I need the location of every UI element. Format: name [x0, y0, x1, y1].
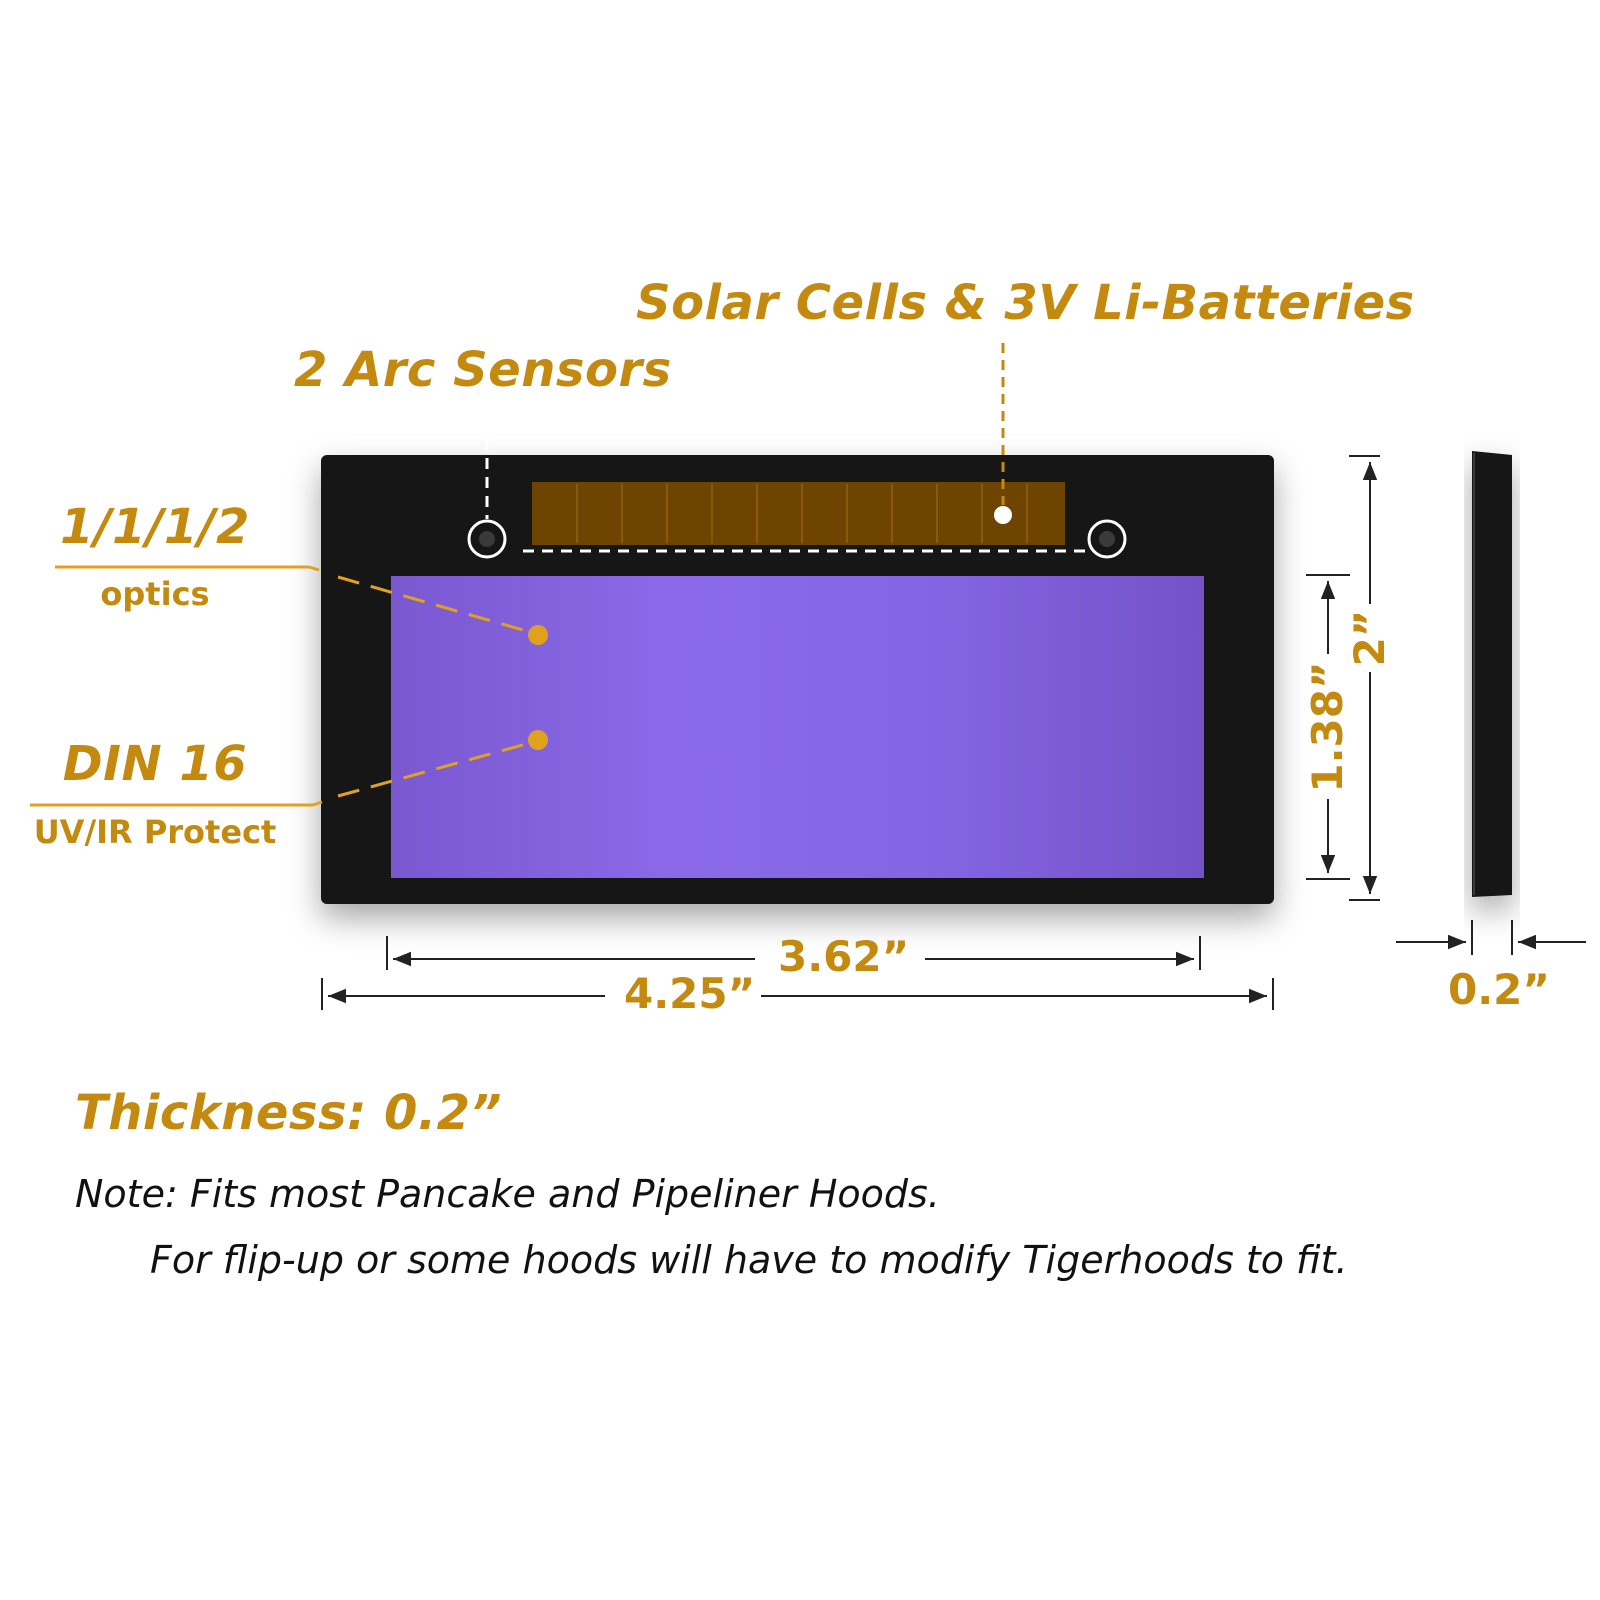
filter-side-profile [1472, 451, 1512, 897]
optics-leader [55, 565, 548, 645]
din-leader [30, 730, 548, 807]
optics-word-label: optics [100, 575, 210, 613]
dimension-overall-height [1349, 455, 1380, 901]
solar-label: Solar Cells & 3V Li-Batteries [636, 275, 1415, 331]
solar-leader-dot [994, 506, 1012, 524]
uv-ir-label: UV/IR Protect [33, 813, 277, 851]
arc-sensors-label: 2 Arc Sensors [294, 342, 672, 398]
note-line-1: Note: Fits most Pancake and Pipeliner Ho… [75, 1172, 940, 1216]
viewing-height-label: 1.38” [1303, 661, 1352, 793]
dimension-viewing-height [1306, 574, 1350, 880]
viewing-lens [391, 576, 1204, 878]
overall-width-label: 4.25” [624, 969, 756, 1018]
dimension-thickness [1396, 920, 1586, 955]
thickness-heading: Thickness: 0.2” [75, 1085, 502, 1141]
solar-cell-strip [532, 482, 1065, 545]
thickness-dimension-label: 0.2” [1448, 965, 1551, 1014]
viewing-width-label: 3.62” [778, 932, 910, 981]
arc-sensor-left [467, 519, 507, 559]
note-line-2: For flip-up or some hoods will have to m… [150, 1238, 1348, 1282]
arc-sensor-right [1087, 519, 1127, 559]
dimension-viewing-width [386, 936, 1201, 970]
overall-height-label: 2” [1345, 609, 1394, 667]
sensor-leader [485, 420, 1087, 553]
optics-class-label: 1/1/1/2 [60, 499, 250, 555]
din-label: DIN 16 [62, 736, 248, 792]
dimension-overall-width [321, 978, 1274, 1010]
